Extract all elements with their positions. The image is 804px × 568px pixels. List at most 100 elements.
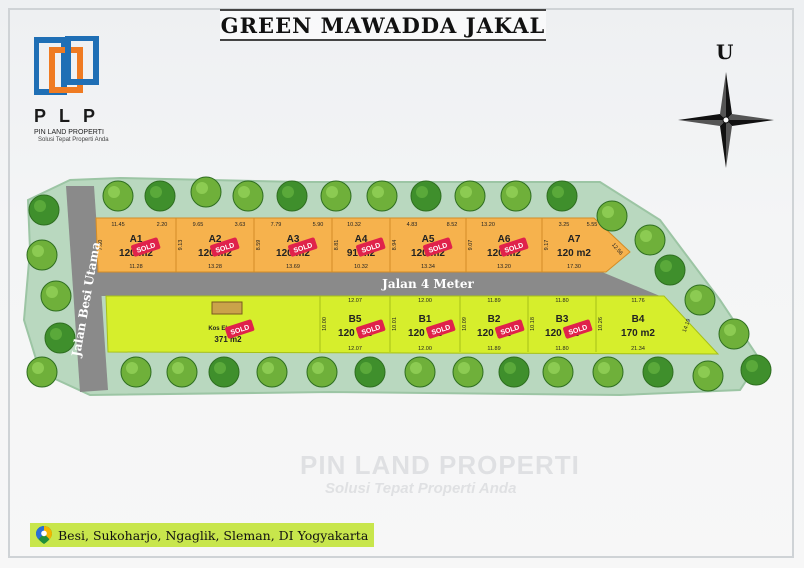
lot-dim-top: 3.25	[559, 222, 570, 228]
tree-icon	[654, 254, 686, 286]
lot-id: A1	[130, 234, 143, 245]
lot-area: 371 m2	[214, 335, 242, 344]
tree-icon	[642, 356, 674, 388]
lot-dim-top-right: 2.20	[157, 222, 168, 228]
lot-dim-right: 14.19	[682, 318, 692, 333]
tree-icon	[410, 180, 442, 212]
lot-dim-left: 9.13	[178, 240, 184, 251]
watermark-tagline: Solusi Tepat Properti Anda	[325, 480, 517, 497]
tree-icon	[542, 356, 574, 388]
lot-dim-left: 10.00	[322, 317, 328, 331]
lot-dim-top-right: 3.63	[235, 222, 246, 228]
tree-icon	[454, 180, 486, 212]
block-south	[105, 295, 720, 355]
tree-icon	[40, 280, 72, 312]
lot-dim-top: 12.07	[348, 298, 362, 304]
lot-area: 120 m2	[477, 328, 511, 339]
address-bar: Besi, Sukoharjo, Ngaglik, Sleman, DI Yog…	[30, 523, 375, 547]
tree-icon	[256, 356, 288, 388]
lot-dim-bottom: 12.00	[418, 346, 432, 352]
lot-dim-top-right: 5.55	[587, 222, 598, 228]
tree-icon	[120, 356, 152, 388]
tree-icon	[166, 356, 198, 388]
lot-id: B5	[349, 314, 362, 325]
tree-icon	[684, 284, 716, 316]
lot-dim-bottom: 13.28	[208, 264, 222, 270]
lot-dim-top: 7.79	[271, 222, 282, 228]
page-title: GREEN MAWADDA JAKAL	[220, 12, 546, 38]
lot-id: B4	[632, 314, 645, 325]
lot-dim-left: 10.18	[530, 317, 536, 331]
compass-rose-icon	[678, 72, 774, 168]
brand-tagline: Solusi Tepat Properti Anda	[38, 137, 109, 143]
tree-icon	[208, 356, 240, 388]
tree-icon	[320, 180, 352, 212]
lot-area: 170 m2	[621, 328, 655, 339]
lot-area: 120 m2	[545, 328, 579, 339]
tree-icon	[592, 356, 624, 388]
lot-id: B3	[556, 314, 569, 325]
tree-icon	[740, 354, 772, 386]
brand-name: PLP	[34, 106, 109, 126]
lot-id: A7	[568, 234, 581, 245]
lot-dim-top: 4.83	[407, 222, 418, 228]
tree-icon	[44, 322, 76, 354]
lot-dim-left: 10.01	[392, 317, 398, 331]
road-inner-label: Jalan 4 Meter	[381, 277, 474, 291]
lot-dim-top-right: 8.52	[447, 222, 458, 228]
tree-icon	[366, 180, 398, 212]
tree-icon	[500, 180, 532, 212]
lot-id: A2	[209, 234, 222, 245]
tree-icon	[190, 176, 222, 208]
lot-dim-top: 11.80	[555, 298, 568, 304]
lot-dim-top: 13.20	[481, 222, 495, 228]
lot-id: A3	[287, 234, 300, 245]
compass-north-label: U	[716, 40, 734, 64]
building-icon	[211, 301, 243, 315]
title-banner: GREEN MAWADDA JAKAL	[220, 9, 546, 41]
lot-dim-bottom: 13.34	[421, 264, 435, 270]
lot-id: B1	[419, 314, 432, 325]
lot-dim-bottom: 13.69	[286, 264, 300, 270]
tree-icon	[232, 180, 264, 212]
lot-id: A5	[422, 234, 435, 245]
lot-dim-top-right: 5.90	[313, 222, 324, 228]
tree-icon	[26, 356, 58, 388]
lot-area: 120 m2	[557, 248, 591, 259]
lot-dim-bottom: 11.80	[555, 346, 568, 352]
map-pin-icon	[36, 526, 52, 544]
lot-dim-top: 9.65	[193, 222, 204, 228]
lot-dim-bottom: 17.30	[567, 264, 581, 270]
lot-id: B2	[488, 314, 501, 325]
brand-subtitle: PIN LAND PROPERTI	[34, 129, 104, 136]
lot-dim-left: 10.26	[598, 317, 604, 331]
lot-dim-left: 9.07	[468, 240, 474, 251]
watermark-brand: PIN LAND PROPERTI	[300, 450, 580, 480]
lot-area: 120 m2	[338, 328, 372, 339]
tree-icon	[596, 200, 628, 232]
tree-icon	[498, 356, 530, 388]
tree-icon	[718, 318, 750, 350]
lot-id: A6	[498, 234, 511, 245]
lot-dim-bottom: 12.07	[348, 346, 362, 352]
lot-dim-left: 8.94	[392, 240, 398, 251]
lot-dim-left: 10.09	[462, 317, 468, 331]
tree-icon	[354, 356, 386, 388]
lot-dim-top: 12.00	[418, 298, 432, 304]
lot-dim-bottom: 21.34	[631, 346, 645, 352]
tree-icon	[546, 180, 578, 212]
tree-icon	[404, 356, 436, 388]
lot-dim-bottom: 13.20	[497, 264, 511, 270]
lot-dim-top: 10.32	[347, 222, 361, 228]
tree-icon	[276, 180, 308, 212]
tree-icon	[692, 360, 724, 392]
